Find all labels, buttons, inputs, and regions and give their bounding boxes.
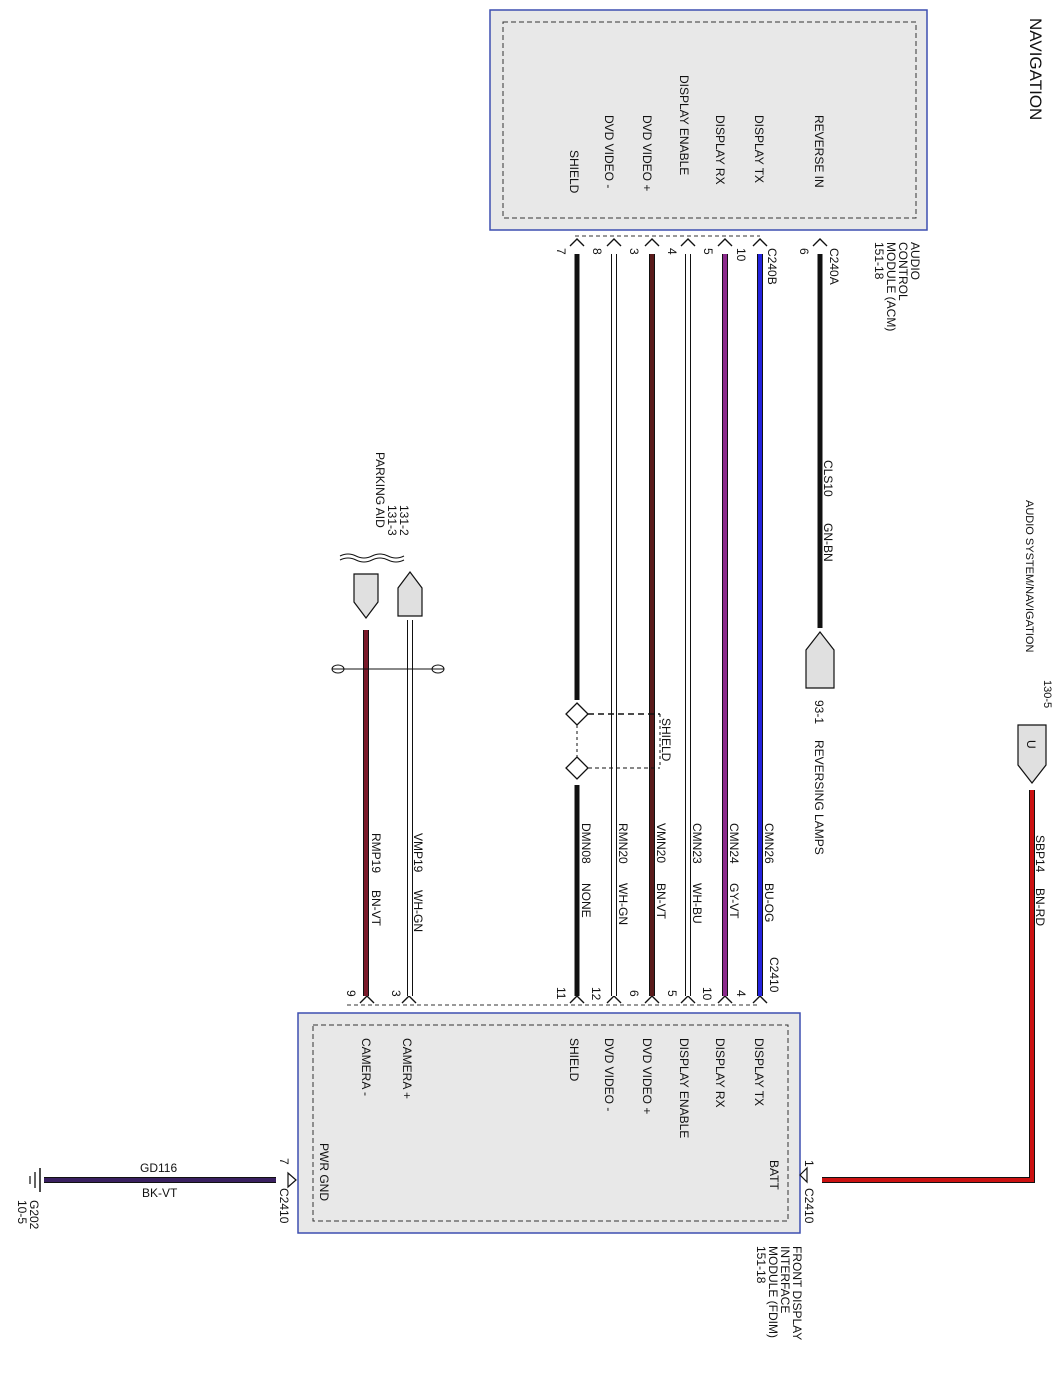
svg-text:AUDIO: AUDIO bbox=[908, 242, 922, 280]
fdim-pin-number: 3 bbox=[389, 990, 403, 997]
fdim-pin-label: CAMERA + bbox=[400, 1038, 414, 1099]
wire-labels: CMN26 BU-OG CMN24 GY-VT CMN23 WH-BU VMN2… bbox=[140, 460, 1047, 1200]
acm-pin-label: DVD VIDEO - bbox=[602, 115, 616, 188]
svg-text:CMN23: CMN23 bbox=[690, 823, 704, 864]
svg-text:WH-GN: WH-GN bbox=[411, 890, 425, 932]
gnd-pin-number: 7 bbox=[277, 1158, 291, 1165]
svg-text:NONE: NONE bbox=[579, 883, 593, 918]
acm-pin-number: 8 bbox=[590, 248, 604, 255]
svg-text:BN-VT: BN-VT bbox=[654, 883, 668, 920]
acm-pin-number: 4 bbox=[665, 248, 679, 255]
audio-system-tag: U bbox=[1024, 740, 1038, 749]
acm-pin-number: 5 bbox=[701, 248, 715, 255]
shield-symbol: SHIELD bbox=[565, 702, 673, 780]
acm-pin-label: SHIELD bbox=[567, 150, 581, 194]
svg-text:151-18: 151-18 bbox=[872, 242, 886, 280]
page-title: NAVIGATION bbox=[1026, 18, 1045, 120]
acm-pin-number: 3 bbox=[627, 248, 641, 255]
acm-pin-label: DISPLAY TX bbox=[752, 115, 766, 183]
acm-module: AUDIO CONTROL MODULE (ACM) 151-18 REVERS… bbox=[489, 9, 928, 331]
reversing-lamps-circuit: 93-1 REVERSING LAMPS bbox=[805, 254, 835, 855]
svg-text:CMN24: CMN24 bbox=[727, 823, 741, 864]
fdim-pin-label: DVD VIDEO - bbox=[602, 1038, 616, 1111]
parking-aid-ref: 131-3 bbox=[385, 505, 399, 536]
svg-text:BN-VT: BN-VT bbox=[369, 890, 383, 927]
parking-aid-circuit: 131-2 131-3 PARKING AID bbox=[331, 452, 445, 996]
svg-text:INTERFACE: INTERFACE bbox=[778, 1246, 792, 1313]
parking-aid-ref: 131-2 bbox=[397, 505, 411, 536]
fdim-module: FRONT DISPLAY INTERFACE MODULE (FDIM) 15… bbox=[277, 957, 816, 1340]
fdim-name: FRONT DISPLAY INTERFACE MODULE (FDIM) 15… bbox=[754, 1246, 804, 1340]
svg-text:RMN20: RMN20 bbox=[616, 823, 630, 864]
svg-text:MODULE (ACM): MODULE (ACM) bbox=[884, 242, 898, 331]
audio-system-ref: 130-5 bbox=[1041, 680, 1053, 708]
svg-text:GD116: GD116 bbox=[140, 1161, 177, 1175]
shield-label: SHIELD bbox=[659, 718, 673, 762]
fdim-pin-label: DISPLAY RX bbox=[713, 1038, 727, 1108]
svg-text:151-18: 151-18 bbox=[754, 1246, 768, 1284]
svg-text:BU-OG: BU-OG bbox=[762, 883, 776, 922]
reversing-lamps-label: REVERSING LAMPS bbox=[812, 740, 826, 855]
svg-text:CONTROL: CONTROL bbox=[896, 242, 910, 301]
svg-text:VMP19: VMP19 bbox=[411, 833, 425, 873]
audio-system-label: AUDIO SYSTEM/NAVIGATION bbox=[1023, 500, 1035, 652]
fdim-connector-c2410: C2410 bbox=[767, 957, 781, 993]
svg-text:MODULE (FDIM): MODULE (FDIM) bbox=[766, 1246, 780, 1338]
svg-text:WH-GN: WH-GN bbox=[616, 883, 630, 925]
fdim-pin-number: 10 bbox=[700, 987, 714, 1001]
fdim-pin-label: CAMERA - bbox=[359, 1038, 373, 1096]
svg-text:GN-BN: GN-BN bbox=[821, 523, 835, 562]
svg-text:SBP14: SBP14 bbox=[1033, 835, 1047, 873]
svg-text:GY-VT: GY-VT bbox=[727, 883, 741, 919]
svg-text:DMN08: DMN08 bbox=[579, 823, 593, 864]
acm-pin-label: DISPLAY RX bbox=[713, 115, 727, 185]
audio-system-feed: 130-5 AUDIO SYSTEM/NAVIGATION U bbox=[822, 500, 1053, 1183]
acm-pin-number: 6 bbox=[797, 248, 811, 255]
fdim-pin-label: SHIELD bbox=[567, 1038, 581, 1082]
acm-connector-c240b: C240B bbox=[765, 248, 779, 285]
svg-text:BN-RD: BN-RD bbox=[1033, 888, 1047, 926]
svg-text:RMP19: RMP19 bbox=[369, 833, 383, 873]
fdim-batt-label: BATT bbox=[767, 1160, 781, 1190]
ground-ref: 10-5 bbox=[15, 1200, 29, 1224]
batt-pin-number: 1 bbox=[802, 1160, 816, 1167]
batt-connector: C2410 bbox=[802, 1188, 816, 1224]
fdim-pin-number: 6 bbox=[627, 990, 641, 997]
fdim-pin-label: DISPLAY ENABLE bbox=[677, 1038, 691, 1138]
fdim-pin-number: 9 bbox=[344, 990, 358, 997]
acm-pin-number: 10 bbox=[734, 248, 748, 262]
ground-circuit: G202 10-5 bbox=[15, 1168, 276, 1230]
acm-pin-label: REVERSE IN bbox=[812, 115, 826, 188]
fdim-pin-number: 11 bbox=[554, 987, 568, 1000]
acm-pin-label: DVD VIDEO + bbox=[640, 115, 654, 191]
svg-text:CLS10: CLS10 bbox=[821, 460, 835, 497]
fdim-pin-number: 5 bbox=[665, 990, 679, 997]
acm-name: AUDIO CONTROL MODULE (ACM) 151-18 bbox=[872, 242, 922, 331]
fdim-pin-number: 12 bbox=[589, 987, 603, 1001]
fdim-pin-label: DISPLAY TX bbox=[752, 1038, 766, 1106]
fdim-pin-number: 4 bbox=[734, 990, 748, 997]
svg-text:VMN20: VMN20 bbox=[654, 823, 668, 863]
gnd-connector: C2410 bbox=[277, 1188, 291, 1224]
ground-name: G202 bbox=[27, 1200, 41, 1230]
fdim-pwr-gnd-label: PWR GND bbox=[317, 1143, 331, 1201]
svg-text:CMN26: CMN26 bbox=[762, 823, 776, 864]
reversing-lamps-ref: 93-1 bbox=[812, 700, 826, 724]
svg-text:BK-VT: BK-VT bbox=[142, 1186, 178, 1200]
parking-aid-label: PARKING AID bbox=[373, 452, 387, 528]
acm-connector-c240a: C240A bbox=[827, 248, 841, 285]
svg-text:WH-BU: WH-BU bbox=[690, 883, 704, 924]
acm-pin-label: DISPLAY ENABLE bbox=[677, 75, 691, 175]
acm-pin-number: 7 bbox=[554, 248, 568, 255]
fdim-pin-label: DVD VIDEO + bbox=[640, 1038, 654, 1114]
svg-text:FRONT DISPLAY: FRONT DISPLAY bbox=[790, 1246, 804, 1340]
